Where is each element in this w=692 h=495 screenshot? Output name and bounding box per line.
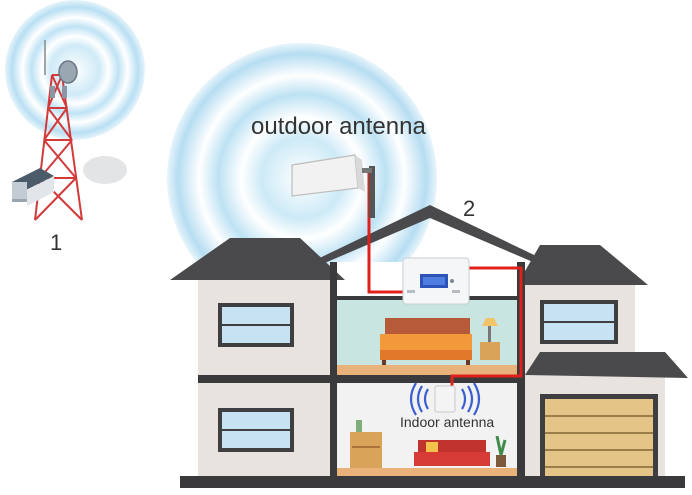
garage-door-icon [540, 394, 658, 476]
outdoor-antenna-label: outdoor antenna [251, 113, 426, 140]
window-right [540, 300, 618, 344]
bed-icon [380, 318, 472, 365]
plant-icon [495, 435, 507, 467]
house-number-label: 2 [463, 196, 475, 221]
window-left-top [218, 303, 294, 347]
indoor-antenna-label: Indoor antenna [400, 414, 494, 430]
indoor-antenna-icon [409, 382, 481, 416]
cell-tower-icon [34, 40, 83, 221]
house [170, 205, 688, 488]
tower-number-label: 1 [50, 230, 62, 255]
shelf-icon [350, 420, 382, 468]
nightstand-icon [480, 318, 500, 360]
tower-hut [12, 156, 127, 206]
outdoor-panel-antenna-icon [291, 154, 375, 218]
window-left-bottom [218, 408, 294, 452]
signal-booster-icon [402, 257, 470, 305]
sofa-icon [414, 440, 490, 466]
